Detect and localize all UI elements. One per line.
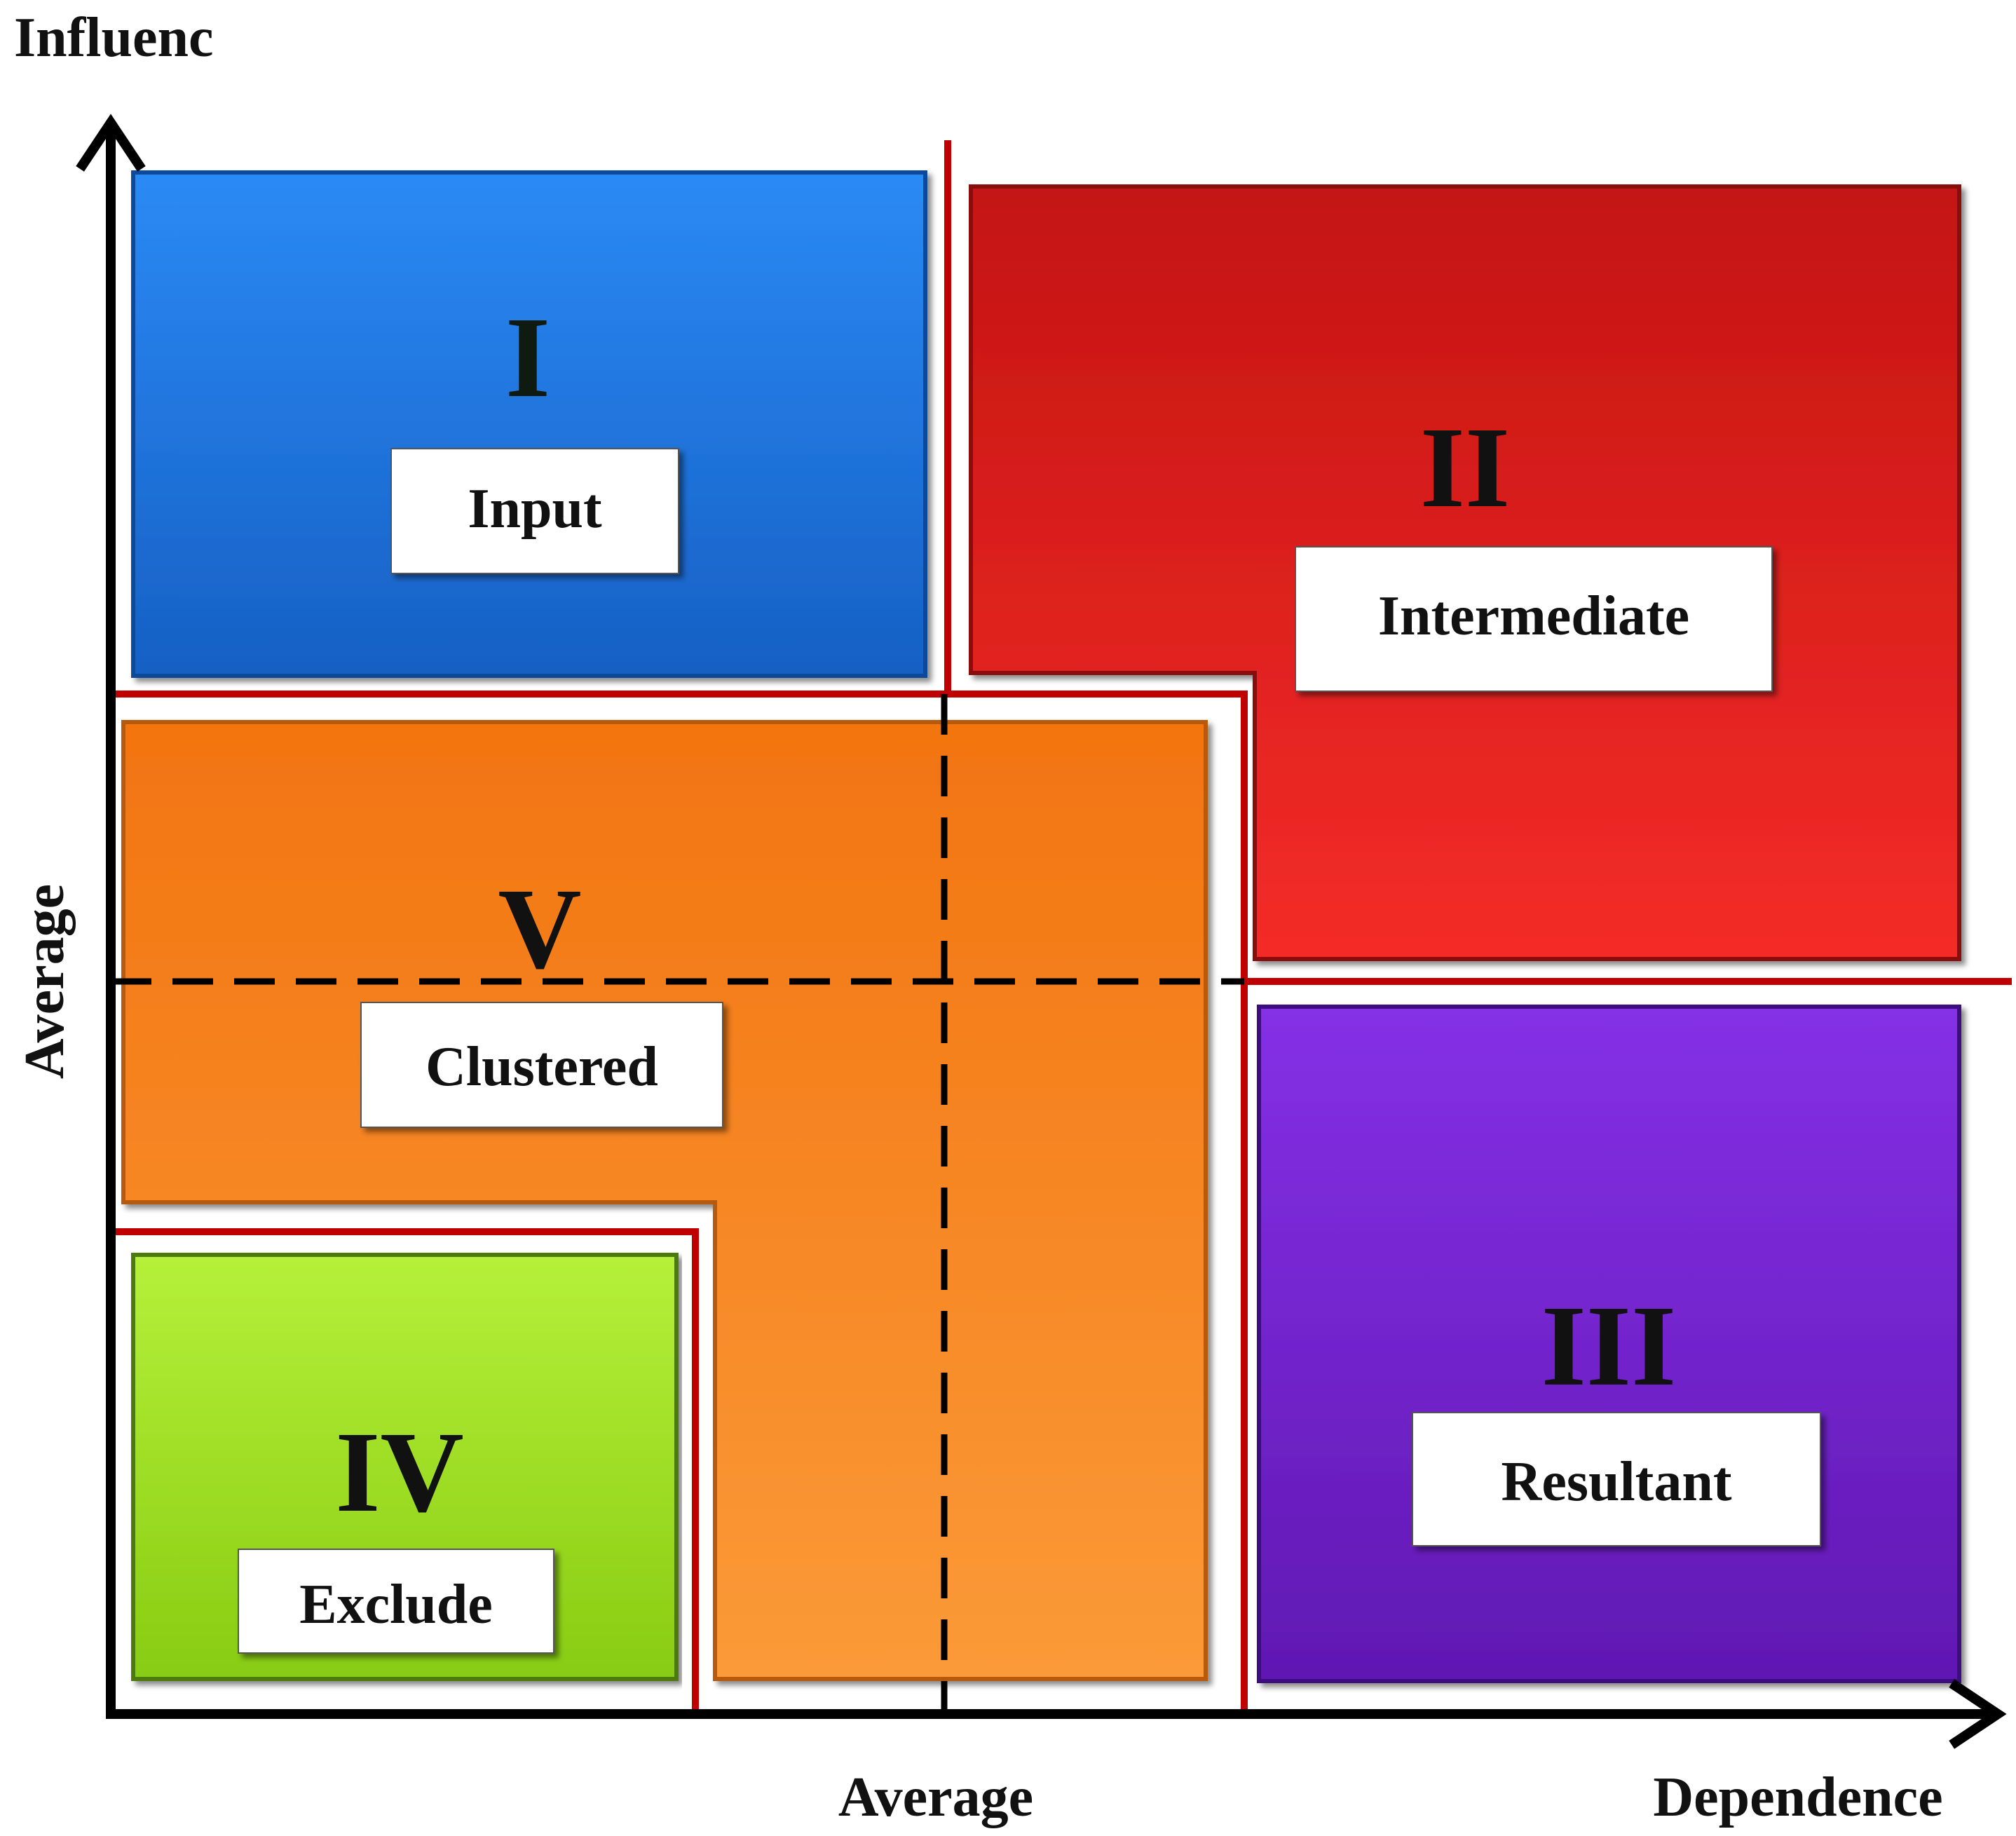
x-axis-title: Dependence xyxy=(1653,1767,1942,1828)
label-box-clustered xyxy=(360,1002,723,1128)
label-box-intermediate xyxy=(1295,546,1773,692)
label-exclude: Exclude xyxy=(299,1574,493,1636)
y-axis-title: Influenc xyxy=(14,7,214,69)
divider-upper xyxy=(111,691,1248,1714)
label-resultant: Resultant xyxy=(1501,1451,1732,1513)
label-box-resultant xyxy=(1412,1412,1821,1546)
x-axis-average-label: Average xyxy=(838,1767,1033,1828)
label-input: Input xyxy=(468,478,602,540)
region-resultant xyxy=(1257,1005,1961,1683)
numeral-resultant: III xyxy=(1541,1281,1677,1410)
label-clustered: Clustered xyxy=(425,1036,658,1098)
y-axis-average-label: Average xyxy=(14,884,76,1079)
numeral-clustered: V xyxy=(498,864,581,993)
numeral-intermediate: II xyxy=(1420,403,1510,531)
label-box-exclude xyxy=(238,1549,554,1654)
y-axis-arrowhead xyxy=(76,114,146,172)
region-clustered xyxy=(121,720,1208,1681)
numeral-exclude: IV xyxy=(335,1408,463,1536)
x-axis-arrowhead xyxy=(1949,1679,2007,1749)
separator-white-upper xyxy=(111,705,1236,1696)
region-input xyxy=(131,170,927,678)
divider-lower xyxy=(111,1228,699,1714)
numeral-input: I xyxy=(505,293,550,421)
separator-white-lower xyxy=(111,1237,689,1696)
label-intermediate: Intermediate xyxy=(1378,585,1689,647)
label-box-input xyxy=(390,448,679,574)
